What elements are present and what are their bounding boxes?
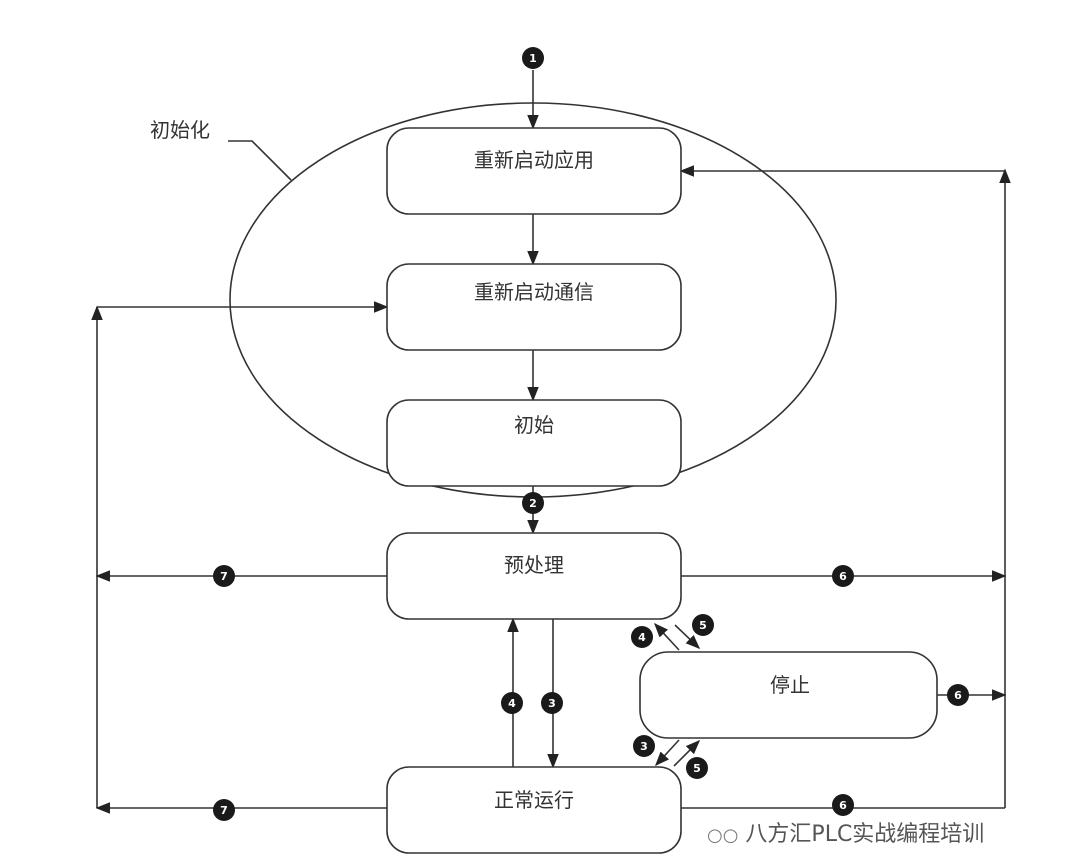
svg-text:3: 3 bbox=[640, 740, 648, 753]
badge-3-vertical: 3 bbox=[541, 692, 563, 714]
svg-text:7: 7 bbox=[220, 570, 228, 583]
badge-5-stop-top: 5 bbox=[692, 614, 714, 636]
badge-1: 1 bbox=[522, 47, 544, 69]
svg-text:3: 3 bbox=[548, 697, 556, 710]
badge-6-run: 6 bbox=[832, 794, 854, 816]
state-label: 初始 bbox=[514, 413, 554, 437]
svg-text:2: 2 bbox=[529, 497, 537, 510]
svg-text:7: 7 bbox=[220, 804, 228, 817]
svg-text:4: 4 bbox=[638, 631, 646, 644]
arrow-stop-to-preprocess-4 bbox=[654, 622, 680, 651]
state-label: 重新启动应用 bbox=[474, 148, 594, 172]
badge-6-stop: 6 bbox=[947, 684, 969, 706]
svg-text:6: 6 bbox=[839, 799, 847, 812]
badge-4-stop: 4 bbox=[631, 626, 653, 648]
state-normal-run: 正常运行 bbox=[386, 766, 682, 854]
state-label: 停止 bbox=[770, 673, 810, 697]
state-label: 重新启动通信 bbox=[474, 280, 594, 304]
state-stop: 停止 bbox=[639, 651, 938, 739]
wechat-icon: ○○ bbox=[707, 825, 739, 846]
svg-text:4: 4 bbox=[508, 697, 516, 710]
state-restart-comm: 重新启动通信 bbox=[386, 263, 682, 351]
svg-text:5: 5 bbox=[699, 619, 707, 632]
arrow-stop-to-run-3 bbox=[655, 739, 680, 767]
state-label: 正常运行 bbox=[494, 788, 574, 812]
state-initial: 初始 bbox=[386, 399, 682, 487]
svg-text:6: 6 bbox=[839, 570, 847, 583]
svg-text:6: 6 bbox=[954, 689, 962, 702]
badge-5-stop-bottom: 5 bbox=[686, 757, 708, 779]
svg-text:1: 1 bbox=[529, 52, 537, 65]
state-restart-app: 重新启动应用 bbox=[386, 127, 682, 215]
arrow-preprocess-to-stop-5 bbox=[674, 624, 701, 649]
arrow-run-to-stop-5 bbox=[673, 739, 701, 767]
badge-4-vertical: 4 bbox=[501, 692, 523, 714]
badge-7-run: 7 bbox=[213, 799, 235, 821]
initialization-label: 初始化 bbox=[150, 118, 210, 142]
watermark-text: 八方汇PLC实战编程培训 bbox=[745, 822, 985, 847]
state-preprocess: 预处理 bbox=[386, 532, 682, 620]
svg-text:5: 5 bbox=[693, 762, 701, 775]
watermark: ○○ 八方汇PLC实战编程培训 bbox=[703, 822, 989, 849]
badge-6-preprocess: 6 bbox=[832, 565, 854, 587]
badge-7-preprocess: 7 bbox=[213, 565, 235, 587]
badge-2: 2 bbox=[522, 492, 544, 514]
state-label: 预处理 bbox=[504, 553, 564, 577]
initialization-leader bbox=[228, 140, 292, 181]
badge-3-stop: 3 bbox=[633, 735, 655, 757]
